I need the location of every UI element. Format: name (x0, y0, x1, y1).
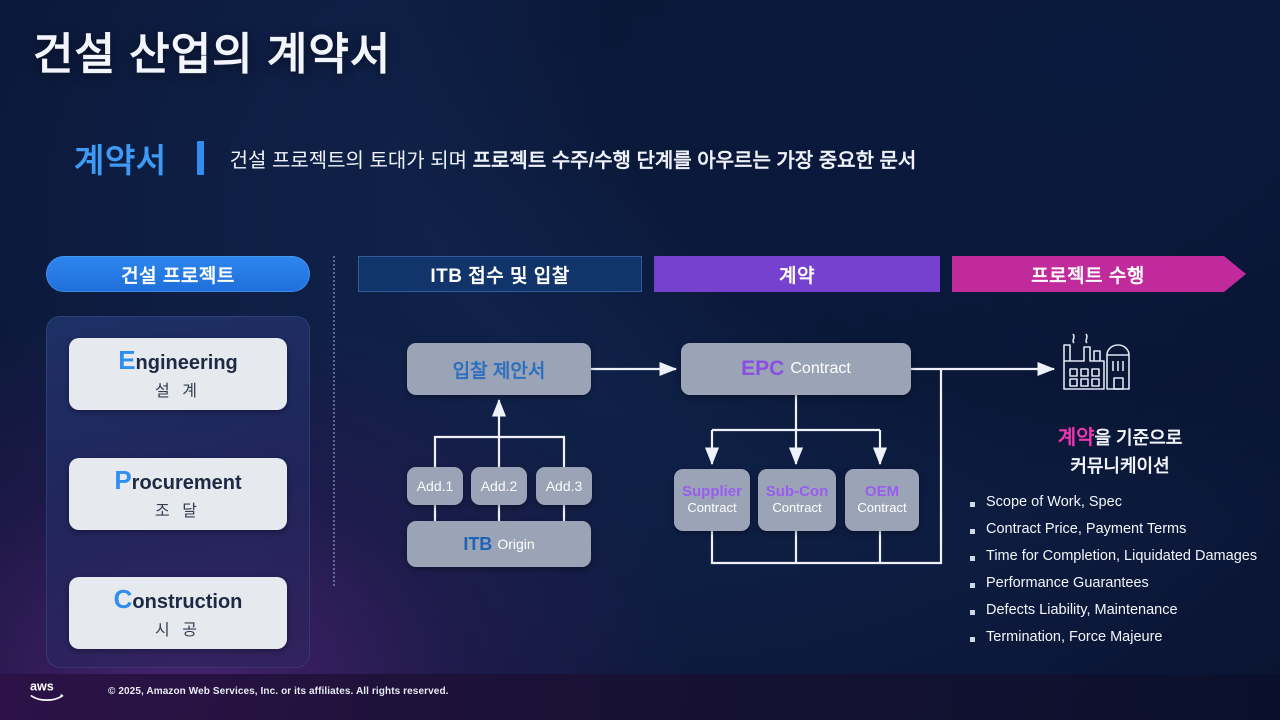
epc-card-title: Construction (113, 583, 243, 614)
contract-terms-list: Scope of Work, Spec Contract Price, Paym… (970, 494, 1280, 656)
subtitle-keyword: 계약서 (74, 142, 167, 179)
copyright-text: © 2025, Amazon Web Services, Inc. or its… (108, 686, 449, 697)
list-item: Defects Liability, Maintenance (970, 602, 1280, 618)
diagram-box-suffix: Contract (687, 500, 737, 516)
diagram-box-label: 입찰 제안서 (452, 360, 546, 382)
list-item-label: Time for Completion, Liquidated Damages (986, 548, 1258, 564)
svg-text:aws: aws (30, 679, 54, 693)
epc-card-initial: E (118, 344, 136, 375)
epc-card-initial: C (113, 583, 133, 614)
bullet-square-icon (970, 529, 975, 534)
phase-bar-label: ITB 접수 및 입찰 (430, 265, 570, 287)
subtitle-text-bold: 프로젝트 수주/수행 단계를 아우르는 가장 중요한 문서 (472, 149, 917, 172)
bullet-square-icon (970, 637, 975, 642)
page-title: 건설 산업의 계약서 (33, 30, 392, 79)
epc-card-construction[interactable]: Construction 시 공 (69, 577, 287, 649)
diagram-box-addendum-2[interactable]: Add.2 (471, 467, 527, 505)
diagram-box-suffix: Contract (790, 360, 851, 377)
list-item-label: Performance Guarantees (986, 575, 1149, 591)
list-item: Contract Price, Payment Terms (970, 521, 1280, 537)
diagram-box-itb-origin[interactable]: ITB Origin (407, 521, 591, 567)
diagram-box-supplier-contract[interactable]: Supplier Contract (674, 469, 750, 531)
bullet-square-icon (970, 502, 975, 507)
epc-card-rest: ngineering (135, 351, 238, 374)
phase-bar-label: 건설 프로젝트 (121, 265, 235, 287)
right-headline-rest: 을 기준으로 (1094, 428, 1183, 448)
subtitle-separator-bar (196, 141, 204, 175)
bullet-square-icon (970, 610, 975, 615)
epc-card-korean: 시 공 (155, 622, 201, 640)
bullet-square-icon (970, 556, 975, 561)
phase-bar-project-execution[interactable]: 프로젝트 수행 (952, 256, 1246, 292)
diagram-box-label: Add.2 (480, 478, 518, 494)
list-item-label: Scope of Work, Spec (986, 494, 1122, 510)
diagram-box-suffix: Origin (497, 536, 535, 552)
diagram-box-code: OEM (864, 483, 900, 501)
diagram-box-bid-proposal[interactable]: 입찰 제안서 (407, 343, 591, 395)
epc-card-title: Procurement (114, 464, 242, 495)
epc-card-rest: rocurement (131, 471, 242, 494)
diagram-box-code: ITB (463, 533, 493, 554)
diagram-box-addendum-3[interactable]: Add.3 (536, 467, 592, 505)
bullet-square-icon (970, 583, 975, 588)
list-item: Time for Completion, Liquidated Damages (970, 548, 1280, 564)
list-item: Scope of Work, Spec (970, 494, 1280, 510)
epc-card-initial: P (114, 464, 132, 495)
subtitle-text-plain: 건설 프로젝트의 토대가 되며 (229, 149, 473, 172)
diagram-box-stack: OEM Contract (857, 484, 906, 515)
epc-card-engineering[interactable]: Engineering 설 계 (69, 338, 287, 410)
list-item-label: Contract Price, Payment Terms (986, 521, 1187, 537)
subtitle-text: 건설 프로젝트의 토대가 되며 프로젝트 수주/수행 단계를 아우르는 가장 중… (230, 144, 917, 173)
phase-bar-label: 계약 (779, 265, 815, 287)
diagram-box-epc-contract[interactable]: EPC Contract (681, 343, 911, 395)
list-item-label: Termination, Force Majeure (986, 629, 1163, 645)
diagram-box-code: Supplier (681, 483, 742, 501)
diagram-box-addendum-1[interactable]: Add.1 (407, 467, 463, 505)
right-headline: 계약을 기준으로 커뮤니케이션 (960, 423, 1280, 480)
epc-card-title: Engineering (118, 344, 238, 375)
diagram-box-code: EPC (741, 357, 785, 380)
diagram-box-suffix: Contract (857, 500, 907, 516)
phase-bar-construction-project[interactable]: 건설 프로젝트 (46, 256, 310, 292)
right-headline-highlight: 계약 (1057, 427, 1095, 449)
footer-band (0, 674, 1280, 720)
list-item: Termination, Force Majeure (970, 629, 1280, 645)
right-headline-line2: 커뮤니케이션 (1070, 456, 1170, 476)
phase-bar-contract[interactable]: 계약 (654, 256, 940, 292)
diagram-box-subcon-contract[interactable]: Sub-Con Contract (758, 469, 836, 531)
diagram-box-stack: Sub-Con Contract (766, 484, 828, 515)
right-headline-line1: 계약을 기준으로 (960, 423, 1280, 453)
epc-card-procurement[interactable]: Procurement 조 달 (69, 458, 287, 530)
list-item: Performance Guarantees (970, 575, 1280, 591)
diagram-box-code: Sub-Con (765, 483, 829, 501)
diagram-box-label: Add.3 (545, 478, 583, 494)
phase-bar-itb-bidding[interactable]: ITB 접수 및 입찰 (358, 256, 642, 292)
column-divider (333, 256, 335, 586)
epc-card-korean: 조 달 (155, 503, 201, 521)
epc-card-rest: onstruction (132, 590, 243, 613)
list-item-label: Defects Liability, Maintenance (986, 602, 1178, 618)
aws-logo: aws (30, 679, 64, 701)
epc-card-korean: 설 계 (155, 383, 201, 401)
diagram-box-label: Add.1 (416, 478, 454, 494)
epc-panel: Engineering 설 계 Procurement 조 달 Construc… (46, 316, 310, 668)
diagram-box-oem-contract[interactable]: OEM Contract (845, 469, 919, 531)
diagram-box-suffix: Contract (772, 500, 822, 516)
factory-icon (1063, 333, 1130, 390)
subtitle-row: 계약서 건설 프로젝트의 토대가 되며 프로젝트 수주/수행 단계를 아우르는 … (74, 134, 916, 182)
phase-bar-label: 프로젝트 수행 (1031, 265, 1145, 287)
diagram-box-stack: Supplier Contract (682, 484, 742, 515)
